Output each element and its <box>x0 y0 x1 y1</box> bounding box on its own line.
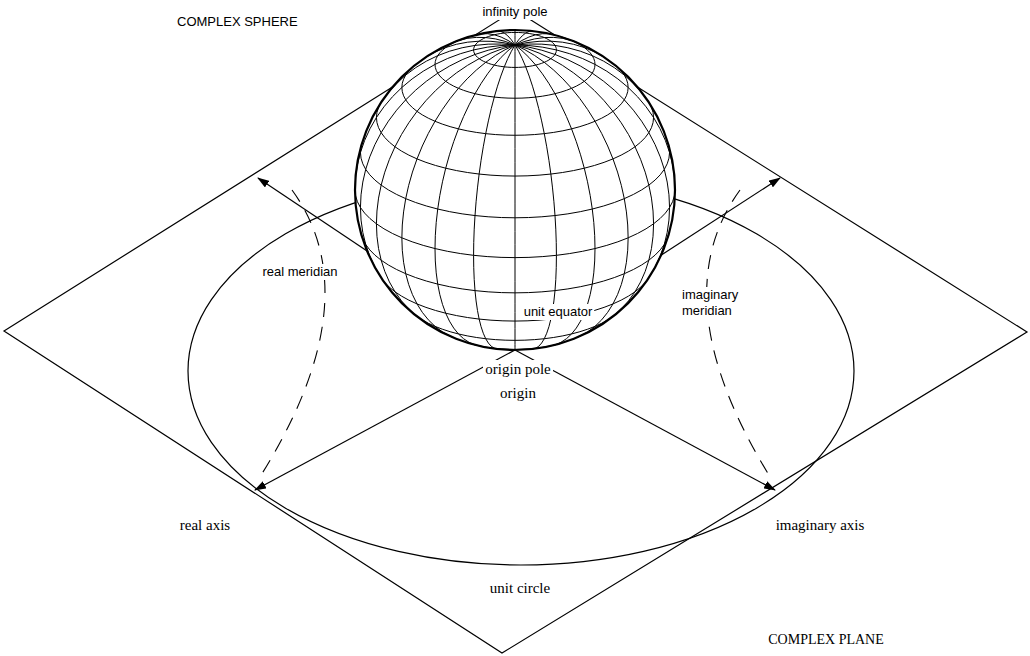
sphere-graticule <box>355 30 675 350</box>
sphere-meridian <box>515 45 516 350</box>
complex-sphere <box>355 30 675 350</box>
sphere-parallel <box>402 65 628 135</box>
imaginary-axis-line <box>515 350 775 490</box>
sphere-parallel <box>382 278 649 321</box>
figure-label: imaginary meridian <box>680 287 776 318</box>
imaginary-meridian-projection <box>707 190 772 480</box>
sphere-outline <box>355 30 675 350</box>
sphere-meridian <box>360 45 515 276</box>
figure-label: origin pole <box>483 360 552 378</box>
sphere-meridian <box>515 45 670 276</box>
sphere-parallel <box>362 236 669 293</box>
figure-label: real meridian <box>260 264 339 280</box>
figure-label: real axis <box>178 516 232 534</box>
figure-label: unit circle <box>488 579 552 597</box>
sphere-meridian <box>515 45 654 319</box>
real-meridian-projection <box>258 190 325 480</box>
sphere-fill <box>355 30 675 350</box>
complex-plane <box>4 10 1027 653</box>
sphere-parallel <box>360 144 669 218</box>
sphere-parallel <box>474 32 557 67</box>
sphere-meridian <box>515 44 650 104</box>
real-axis-line <box>255 350 515 490</box>
sphere-meridian <box>435 45 515 345</box>
figure-label: infinity pole <box>480 4 549 20</box>
sphere-meridian <box>376 45 515 319</box>
figure-label: COMPLEX PLANE <box>766 632 886 649</box>
sphere-parallel <box>355 190 675 258</box>
sphere-meridian <box>474 45 515 349</box>
figure-label: unit equator <box>522 304 595 320</box>
sphere-meridian <box>515 45 595 345</box>
figure-label: origin <box>498 384 538 402</box>
figure-label: imaginary axis <box>774 516 867 534</box>
sphere-parallel <box>376 102 653 176</box>
figure-label: COMPLEX SPHERE <box>175 14 300 30</box>
